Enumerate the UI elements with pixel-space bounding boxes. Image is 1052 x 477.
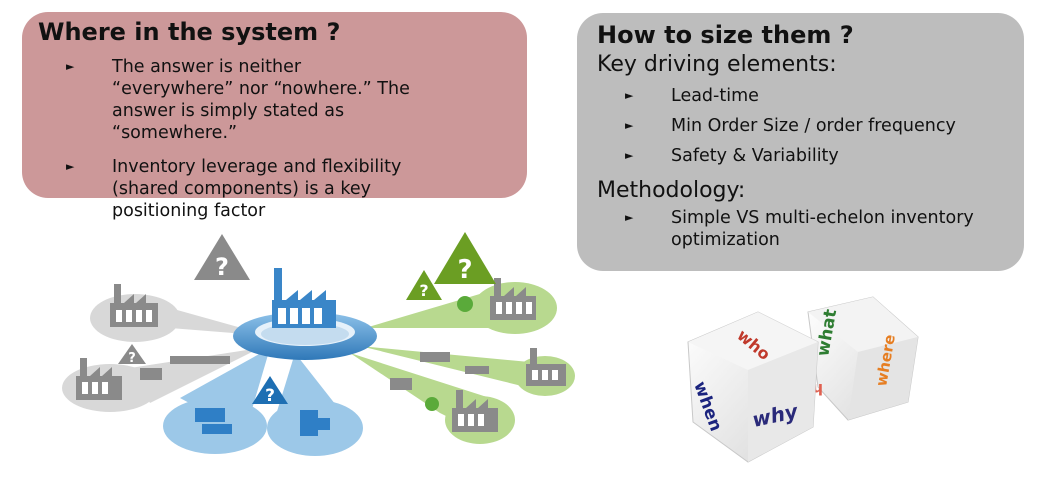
driver-text: Safety & Variability <box>671 146 839 166</box>
question-triangle-grey-small: ? <box>118 344 146 366</box>
question-mark-text: ? <box>215 253 229 281</box>
question-mark-text: ? <box>457 255 472 285</box>
driver-text: Min Order Size / order frequency <box>671 116 956 136</box>
where-in-system-box: Where in the system ? ► The answer is ne… <box>22 12 527 221</box>
method-item: ► Simple VS multi-echelon inventory opti… <box>597 207 991 251</box>
bullet-arrow-icon: ► <box>625 119 634 132</box>
question-triangle-grey: ? <box>194 234 250 281</box>
driver-text: Lead-time <box>671 86 759 106</box>
bullet-arrow-icon: ► <box>625 211 634 224</box>
question-mark-text: ? <box>265 386 275 406</box>
drivers-list: ► Lead-time ► Min Order Size / order fre… <box>597 85 1024 171</box>
driver-item: ► Lead-time <box>597 85 991 111</box>
truck-icon <box>390 352 489 390</box>
component-part-icon <box>300 410 330 436</box>
question-triangle-blue: ? <box>252 376 288 406</box>
where-bullet-text: The answer is neither “everywhere” nor “… <box>112 57 410 143</box>
methodology-subtitle: Methodology: <box>597 178 746 203</box>
driver-item: ► Min Order Size / order frequency <box>597 115 991 141</box>
question-dice-image: what where how who when why <box>687 296 919 463</box>
where-bullet-list: ► The answer is neither “everywhere” nor… <box>38 56 511 222</box>
methods-list: ► Simple VS multi-echelon inventory opti… <box>597 207 1024 251</box>
bullet-arrow-icon: ► <box>625 149 634 162</box>
how-title: How to size them ? <box>597 21 854 49</box>
factory-icon-grey <box>76 358 122 400</box>
die-front: who when why <box>687 311 819 463</box>
where-bullet: ► The answer is neither “everywhere” nor… <box>38 56 422 144</box>
central-factory-icon <box>272 268 336 328</box>
component-part-icon <box>195 408 232 434</box>
factory-icon-grey <box>110 284 158 327</box>
factory-icon-grey <box>526 348 566 386</box>
bullet-arrow-icon: ► <box>625 89 634 102</box>
driver-item: ► Safety & Variability <box>597 145 991 171</box>
question-mark-text: ? <box>128 351 136 366</box>
how-to-size-box: How to size them ? Key driving elements:… <box>577 13 1024 271</box>
where-bullet-text: Inventory leverage and flexibility (shar… <box>112 157 402 221</box>
bullet-arrow-icon: ► <box>66 60 75 73</box>
where-bullet: ► Inventory leverage and flexibility (sh… <box>38 156 422 222</box>
question-triangle-green: ? <box>434 232 496 285</box>
drivers-subtitle: Key driving elements: <box>597 52 837 77</box>
supply-network-diagram: ? ? ? ? ? <box>62 232 575 456</box>
factory-icon-grey <box>452 390 498 432</box>
question-triangle-green-small: ? <box>406 270 442 300</box>
factory-icon-grey <box>490 278 536 320</box>
where-title: Where in the system ? <box>38 18 341 46</box>
green-part-icon <box>425 296 473 411</box>
conveyor-icon <box>140 356 230 380</box>
bullet-arrow-icon: ► <box>66 160 75 173</box>
question-mark-text: ? <box>419 281 428 300</box>
method-text: Simple VS multi-echelon inventory optimi… <box>671 208 974 250</box>
